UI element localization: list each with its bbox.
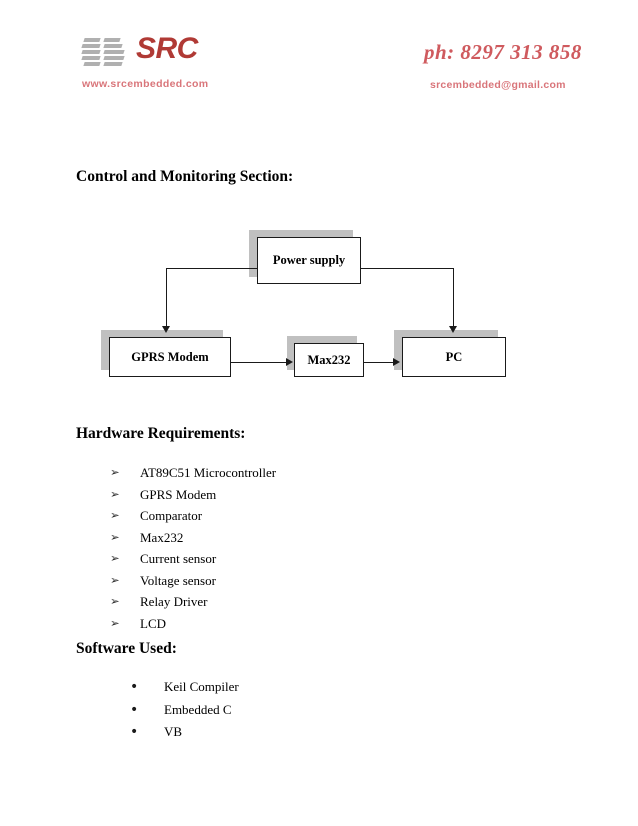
hardware-requirements-heading: Hardware Requirements:: [76, 425, 246, 442]
arrow-bullet-icon: ➢: [110, 572, 120, 587]
diagram-node-label: PC: [445, 349, 463, 364]
list-item-label: Max232: [140, 529, 184, 545]
list-item: ➢ AT89C51 Microcontroller: [110, 462, 276, 484]
arrow-bullet-icon: ➢: [110, 486, 120, 501]
arrow-bullet-icon: ➢: [110, 615, 120, 630]
hardware-requirements-list: ➢ AT89C51 Microcontroller ➢ GPRS Modem ➢…: [110, 462, 276, 634]
edge-gprs-to-max232: [231, 362, 287, 364]
edge-power-to-gprs-vertical: [166, 268, 168, 328]
edge-power-to-gprs-horizontal: [166, 268, 258, 270]
edge-power-to-pc-vertical: [452, 268, 454, 328]
arrow-bullet-icon: ➢: [110, 465, 120, 479]
round-bullet-icon: •: [130, 701, 139, 718]
arrow-bullet-icon: ➢: [110, 551, 120, 565]
phone-number: ph: 8297 313 858: [424, 40, 582, 64]
list-item: ➢ LCD: [110, 613, 276, 635]
list-item: ➢ Max232: [110, 527, 276, 549]
logo-wordmark: SRC: [136, 32, 198, 65]
list-item-label: Keil Compiler: [164, 679, 239, 694]
list-item: • Keil Compiler: [112, 676, 239, 699]
arrowhead-into-gprs-modem: [161, 326, 170, 333]
diagram-node-gprs-modem[interactable]: GPRS Modem: [109, 337, 231, 377]
list-item-label: Current sensor: [140, 551, 217, 566]
arrowhead-into-max232: [286, 357, 293, 366]
list-item: ➢ GPRS Modem: [110, 484, 276, 506]
software-used-list: • Keil Compiler • Embedded C • VB: [112, 676, 239, 744]
diagram-node-pc[interactable]: PC: [402, 337, 506, 377]
arrow-bullet-icon: ➢: [110, 529, 120, 544]
list-item-label: Embedded C: [164, 701, 232, 717]
list-item-label: Comparator: [140, 508, 203, 523]
diagram-node-max232[interactable]: Max232: [294, 343, 364, 377]
diagram-node-label: Max232: [307, 352, 351, 367]
list-item: • Embedded C: [112, 699, 239, 722]
arrow-bullet-icon: ➢: [110, 594, 120, 608]
edge-max232-to-pc: [364, 362, 394, 364]
list-item-label: Voltage sensor: [140, 572, 216, 588]
list-item-label: LCD: [140, 615, 166, 631]
software-used-heading: Software Used:: [76, 640, 177, 657]
arrowhead-into-pc: [448, 326, 457, 333]
arrowhead-into-pc-from-max232: [393, 357, 400, 366]
diagram-node-label: GPRS Modem: [131, 349, 209, 364]
stepped-bars-icon: [81, 38, 134, 66]
website-url: www.srcembedded.com: [82, 78, 209, 90]
list-item: ➢ Current sensor: [110, 548, 276, 570]
list-item-label: GPRS Modem: [140, 486, 217, 502]
round-bullet-icon: •: [130, 724, 139, 740]
src-logo: SRC: [81, 32, 262, 70]
page-header: SRC www.srcembedded.com ph: 8297 313 858…: [0, 0, 638, 118]
diagram-node-label: Power supply: [272, 253, 346, 267]
arrow-bullet-icon: ➢: [110, 508, 120, 522]
diagram-node-power-supply[interactable]: Power supply: [257, 237, 361, 284]
round-bullet-icon: •: [130, 679, 139, 695]
list-item-label: VB: [164, 724, 183, 739]
email-address: srcembedded@gmail.com: [430, 79, 566, 91]
list-item: ➢ Relay Driver: [110, 591, 276, 613]
list-item: ➢ Comparator: [110, 505, 276, 527]
list-item: ➢ Voltage sensor: [110, 570, 276, 592]
list-item-label: AT89C51 Microcontroller: [140, 465, 277, 480]
edge-power-to-pc-horizontal: [361, 268, 454, 270]
list-item: • VB: [112, 721, 239, 744]
control-monitoring-heading: Control and Monitoring Section:: [76, 168, 294, 185]
list-item-label: Relay Driver: [140, 594, 208, 609]
